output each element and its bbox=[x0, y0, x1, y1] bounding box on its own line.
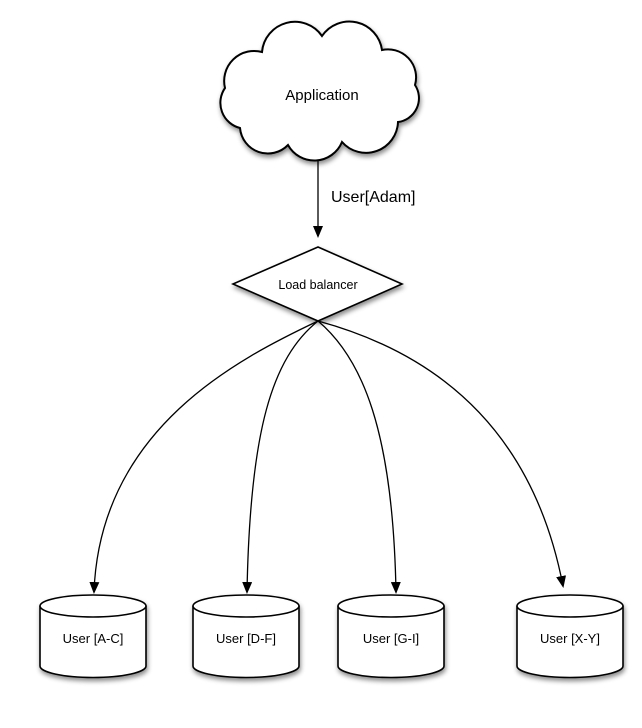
database-cylinder-icon bbox=[516, 594, 624, 679]
diamond-shape-icon bbox=[230, 246, 404, 322]
load-balancer-node: Load balancer bbox=[230, 246, 404, 322]
edges-layer bbox=[89, 155, 567, 594]
shard-df-label: User [D-F] bbox=[216, 631, 276, 646]
edge-loadbalancer-to-shard-xy bbox=[317, 320, 567, 588]
edge-loadbalancer-to-shard-gi bbox=[317, 320, 401, 594]
edge-label-user-adam: User[Adam] bbox=[331, 189, 415, 206]
shard-xy-label: User [X-Y] bbox=[540, 631, 600, 646]
database-cylinder-icon bbox=[192, 594, 300, 679]
edge-loadbalancer-to-shard-df bbox=[242, 320, 319, 594]
shard-xy-node: User [X-Y] bbox=[516, 594, 624, 679]
shard-gi-label: User [G-I] bbox=[363, 631, 419, 646]
load-balancer-label: Load balancer bbox=[278, 278, 357, 292]
database-cylinder-icon bbox=[39, 594, 147, 679]
cloud-shape-icon bbox=[219, 20, 420, 162]
shard-ac-node: User [A-C] bbox=[39, 594, 147, 679]
shard-ac-label: User [A-C] bbox=[63, 631, 124, 646]
application-node: Application bbox=[219, 20, 420, 162]
shard-gi-node: User [G-I] bbox=[337, 594, 445, 679]
edge-loadbalancer-to-shard-ac bbox=[89, 320, 319, 594]
database-cylinder-icon bbox=[337, 594, 445, 679]
shard-df-node: User [D-F] bbox=[192, 594, 300, 679]
application-label: Application bbox=[285, 87, 358, 104]
